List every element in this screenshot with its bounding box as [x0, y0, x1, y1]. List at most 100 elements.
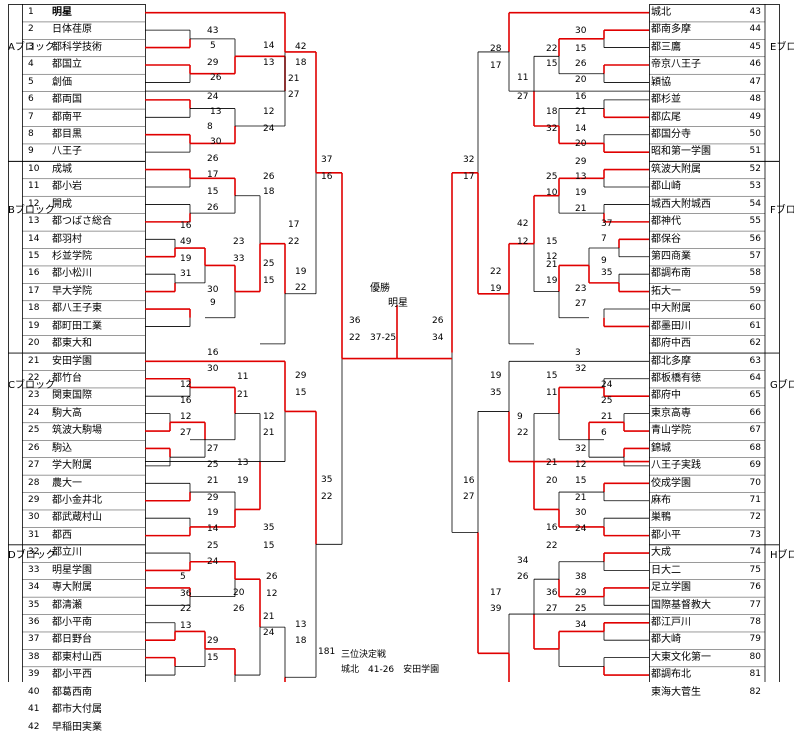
team-number: 9 [28, 146, 34, 157]
score-label: 35 [601, 268, 613, 278]
score-label: 21 [263, 428, 275, 438]
team-number: 41 [28, 704, 40, 715]
score-label: 26 [266, 572, 278, 582]
team-number: 20 [28, 338, 40, 349]
third-place-title: 三位決定戦 [341, 650, 387, 660]
score-label: 34 [432, 333, 444, 343]
score-label: 32 [546, 124, 558, 134]
score-label: 17 [207, 170, 219, 180]
team-number: 30 [28, 512, 40, 523]
score-label: 11 [546, 388, 558, 398]
left-team-box [8, 4, 146, 682]
score-label: 10 [546, 188, 558, 198]
team-name: 都町田工業 [52, 320, 102, 332]
score-label: 24 [263, 628, 275, 638]
score-label: 16 [180, 221, 192, 231]
score-label: 19 [180, 254, 192, 264]
team-number: 32 [28, 547, 40, 558]
score-label: 9 [517, 412, 523, 422]
team-number: 45 [749, 41, 761, 52]
score-label: 27 [463, 492, 475, 502]
score-label: 34 [517, 556, 529, 566]
score-label: 19 [207, 508, 219, 518]
team-name: 都日野台 [52, 634, 92, 646]
score-label: 43 [207, 26, 219, 36]
score-label: 26 [263, 172, 275, 182]
right-team-entry: 65 都府中 [649, 387, 765, 404]
score-label: 16 [575, 92, 587, 102]
team-name: 農大一 [52, 477, 82, 489]
team-number: 22 [28, 373, 40, 384]
score-label: 28 [490, 44, 502, 54]
score-label: 33 [233, 254, 245, 264]
team-number: 51 [749, 146, 761, 157]
score-label: 17 [463, 172, 475, 182]
score-label: 27 [207, 444, 219, 454]
team-name: 佼成学園 [651, 477, 691, 489]
score-label: 16 [546, 523, 558, 533]
team-name: 都南平 [52, 111, 82, 123]
score-label: 9 [210, 298, 216, 308]
team-number: 2 [28, 24, 34, 35]
team-name: 杉並学院 [52, 251, 92, 263]
score-label: 18 [295, 58, 307, 68]
score-label: 12 [180, 380, 192, 390]
score-label: 36 [180, 589, 192, 599]
block-label-e: Eブロック [770, 42, 794, 53]
team-name: 筑波大附属 [651, 163, 701, 175]
team-number: 78 [749, 617, 761, 628]
team-number: 1 [28, 7, 34, 17]
score-label: 29 [207, 636, 219, 646]
score-label: 22 [546, 44, 558, 54]
block-label-b: Bブロック [8, 205, 55, 216]
team-number: 65 [749, 390, 761, 401]
team-number: 19 [28, 320, 40, 331]
team-name: 東海大菅生 [651, 686, 701, 698]
score-label: 24 [575, 524, 587, 534]
score-label: 14 [263, 41, 275, 51]
team-number: 28 [28, 477, 40, 488]
score-label: 15 [263, 541, 275, 551]
score-label: 20 [575, 139, 587, 149]
team-name: 都府中西 [651, 338, 691, 350]
score-label: 29 [207, 493, 219, 503]
score-label: 31 [180, 269, 192, 279]
team-name: 都調布南 [651, 268, 691, 280]
score-label: 13 [263, 58, 275, 68]
team-number: 49 [749, 111, 761, 122]
score-label: 19 [237, 476, 249, 486]
score-label: 11 [237, 372, 249, 382]
team-name: 都広尾 [651, 111, 681, 123]
score-label: 30 [210, 137, 222, 147]
team-name: 都府中 [651, 390, 681, 402]
score-label: 6 [601, 428, 607, 438]
team-name: 都八王子東 [52, 303, 102, 315]
score-label: 20 [546, 476, 558, 486]
score-label: 13 [210, 107, 222, 117]
score-label: 26 [207, 203, 219, 213]
score-label: 38 [575, 572, 587, 582]
team-name: 拓大一 [651, 285, 681, 297]
score-label: 22 [288, 237, 300, 247]
score-label: 13 [237, 458, 249, 468]
third-place-match-number: 181 [318, 647, 336, 657]
score-label: 5 [180, 572, 186, 582]
team-name: 都武蔵村山 [52, 512, 102, 524]
team-name: 巣鴨 [651, 512, 671, 524]
team-name: 日体荏原 [52, 24, 92, 36]
final-title: 優勝 [370, 283, 390, 294]
team-name: 足立学園 [651, 582, 691, 594]
